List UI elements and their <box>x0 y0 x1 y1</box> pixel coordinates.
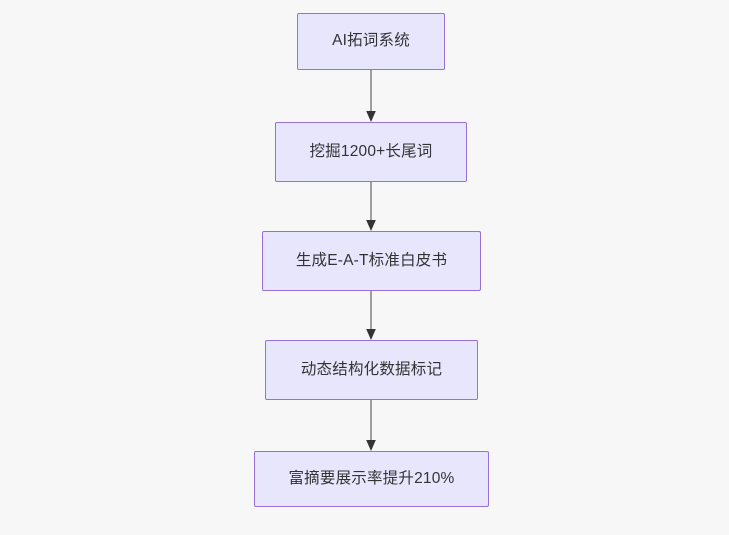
edge-n3-n4 <box>364 291 378 340</box>
flow-node-label: 动态结构化数据标记 <box>300 360 443 378</box>
flow-node-label: 富摘要展示率提升210% <box>288 469 455 487</box>
edge-n4-n5 <box>364 400 378 451</box>
flow-node-mine-longtail-keywords[interactable]: 挖掘1200+长尾词 <box>275 122 467 182</box>
flow-node-ai-keyword-system[interactable]: AI拓词系统 <box>297 13 445 70</box>
edge-n1-n2 <box>364 70 378 122</box>
edge-n2-n3 <box>364 182 378 231</box>
flow-node-label: 挖掘1200+长尾词 <box>309 142 433 160</box>
flow-node-dynamic-structured-data-markup[interactable]: 动态结构化数据标记 <box>265 340 478 400</box>
flow-node-rich-snippet-impression-uplift[interactable]: 富摘要展示率提升210% <box>254 451 489 507</box>
flow-node-generate-eat-whitepaper[interactable]: 生成E-A-T标准白皮书 <box>262 231 481 291</box>
flow-node-label: AI拓词系统 <box>332 32 410 50</box>
flow-node-label: 生成E-A-T标准白皮书 <box>295 251 448 269</box>
